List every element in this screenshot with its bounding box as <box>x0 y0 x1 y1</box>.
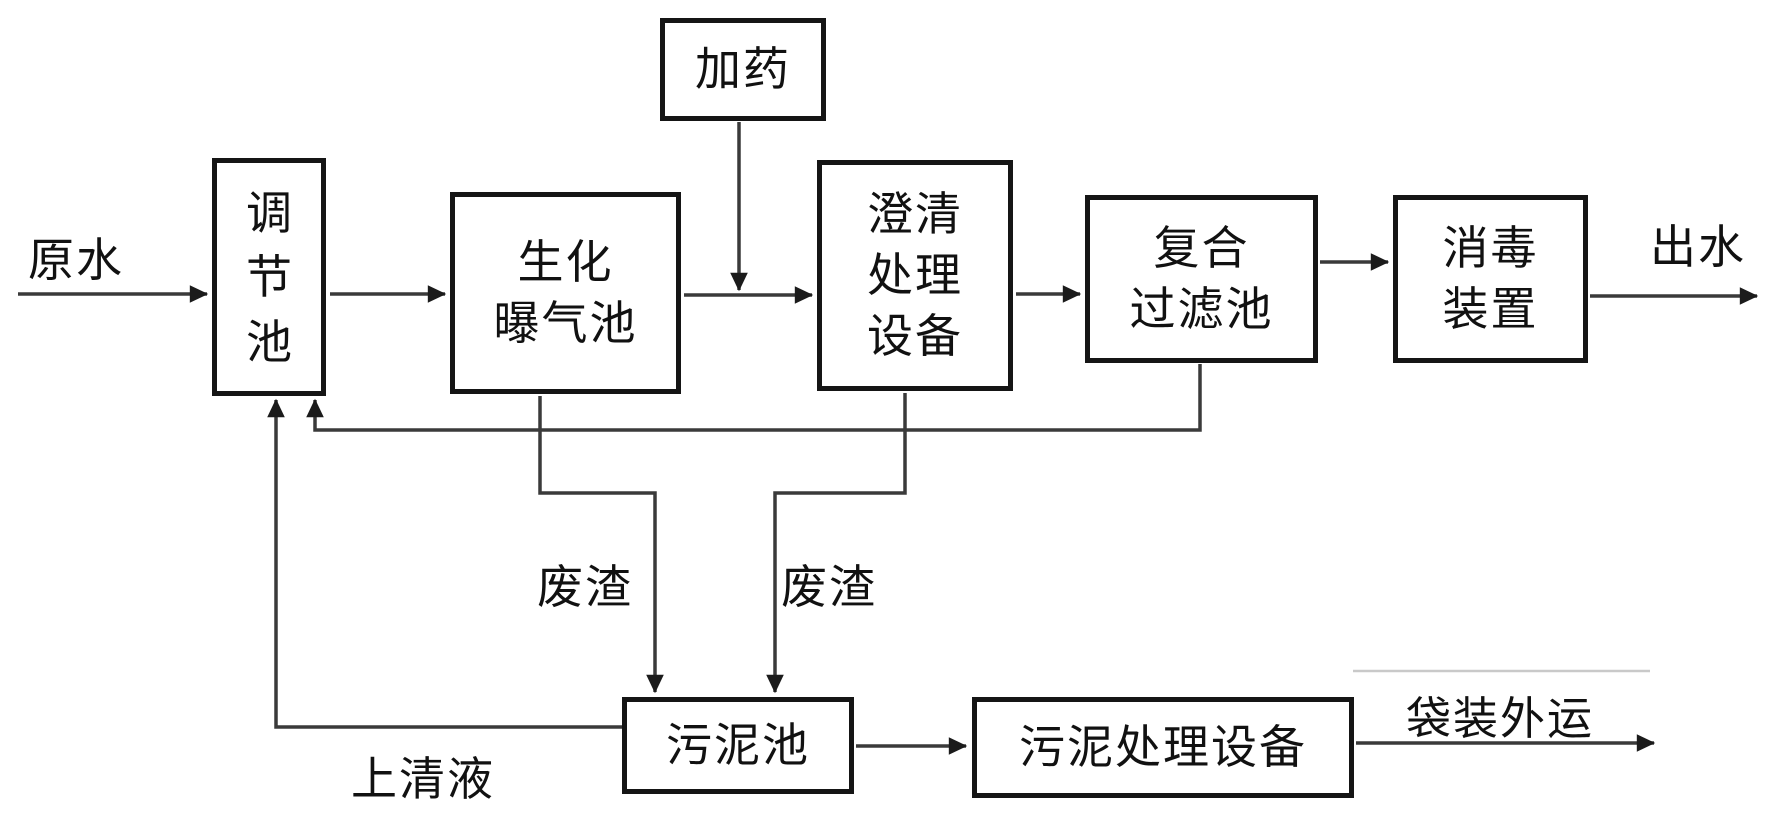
label-waste-residue-1: 废渣 <box>537 560 633 614</box>
node-label-line: 过滤池 <box>1129 282 1274 336</box>
node-label-line: 生化 <box>517 235 614 290</box>
node-label-line: 调 <box>246 185 292 240</box>
node-composite-filter-tank: 复合 过滤池 <box>1085 195 1318 363</box>
node-disinfection-device: 消毒 装置 <box>1393 195 1588 363</box>
node-bio-aeration-tank: 生化 曝气池 <box>450 192 681 394</box>
node-label-line: 设备 <box>867 308 963 363</box>
node-label-line: 复合 <box>1153 221 1250 276</box>
node-label-line: 污泥池 <box>666 718 810 773</box>
edge-waste-residue-1 <box>538 396 664 694</box>
node-label-line: 澄清 <box>867 187 963 242</box>
node-label-line: 节 <box>246 250 292 304</box>
node-sludge-tank: 污泥池 <box>622 697 854 794</box>
node-clarification-equipment: 澄清 处理 设备 <box>817 160 1013 391</box>
node-label-line: 装置 <box>1442 282 1539 336</box>
node-regulating-tank: 调 节 池 <box>212 158 326 396</box>
label-raw-water: 原水 <box>28 233 124 287</box>
edge-filter-return-to-regulating <box>306 364 1202 432</box>
node-label-line: 处理 <box>867 248 963 303</box>
label-effluent: 出水 <box>1650 220 1746 274</box>
edge-supernatant-return <box>267 398 624 729</box>
node-dosing: 加药 <box>660 18 826 121</box>
node-label-line: 池 <box>246 314 292 369</box>
label-bagged-transport: 袋装外运 <box>1406 692 1595 745</box>
label-waste-residue-2: 废渣 <box>781 560 877 614</box>
node-label-line: 污泥处理设备 <box>1019 720 1307 775</box>
node-label-line: 加药 <box>695 42 791 97</box>
node-label-line: 消毒 <box>1442 221 1539 276</box>
label-supernatant: 上清液 <box>351 752 495 806</box>
edge-waste-residue-2 <box>766 393 907 694</box>
node-sludge-treatment-equipment: 污泥处理设备 <box>972 697 1354 798</box>
node-label-line: 曝气池 <box>493 296 638 350</box>
